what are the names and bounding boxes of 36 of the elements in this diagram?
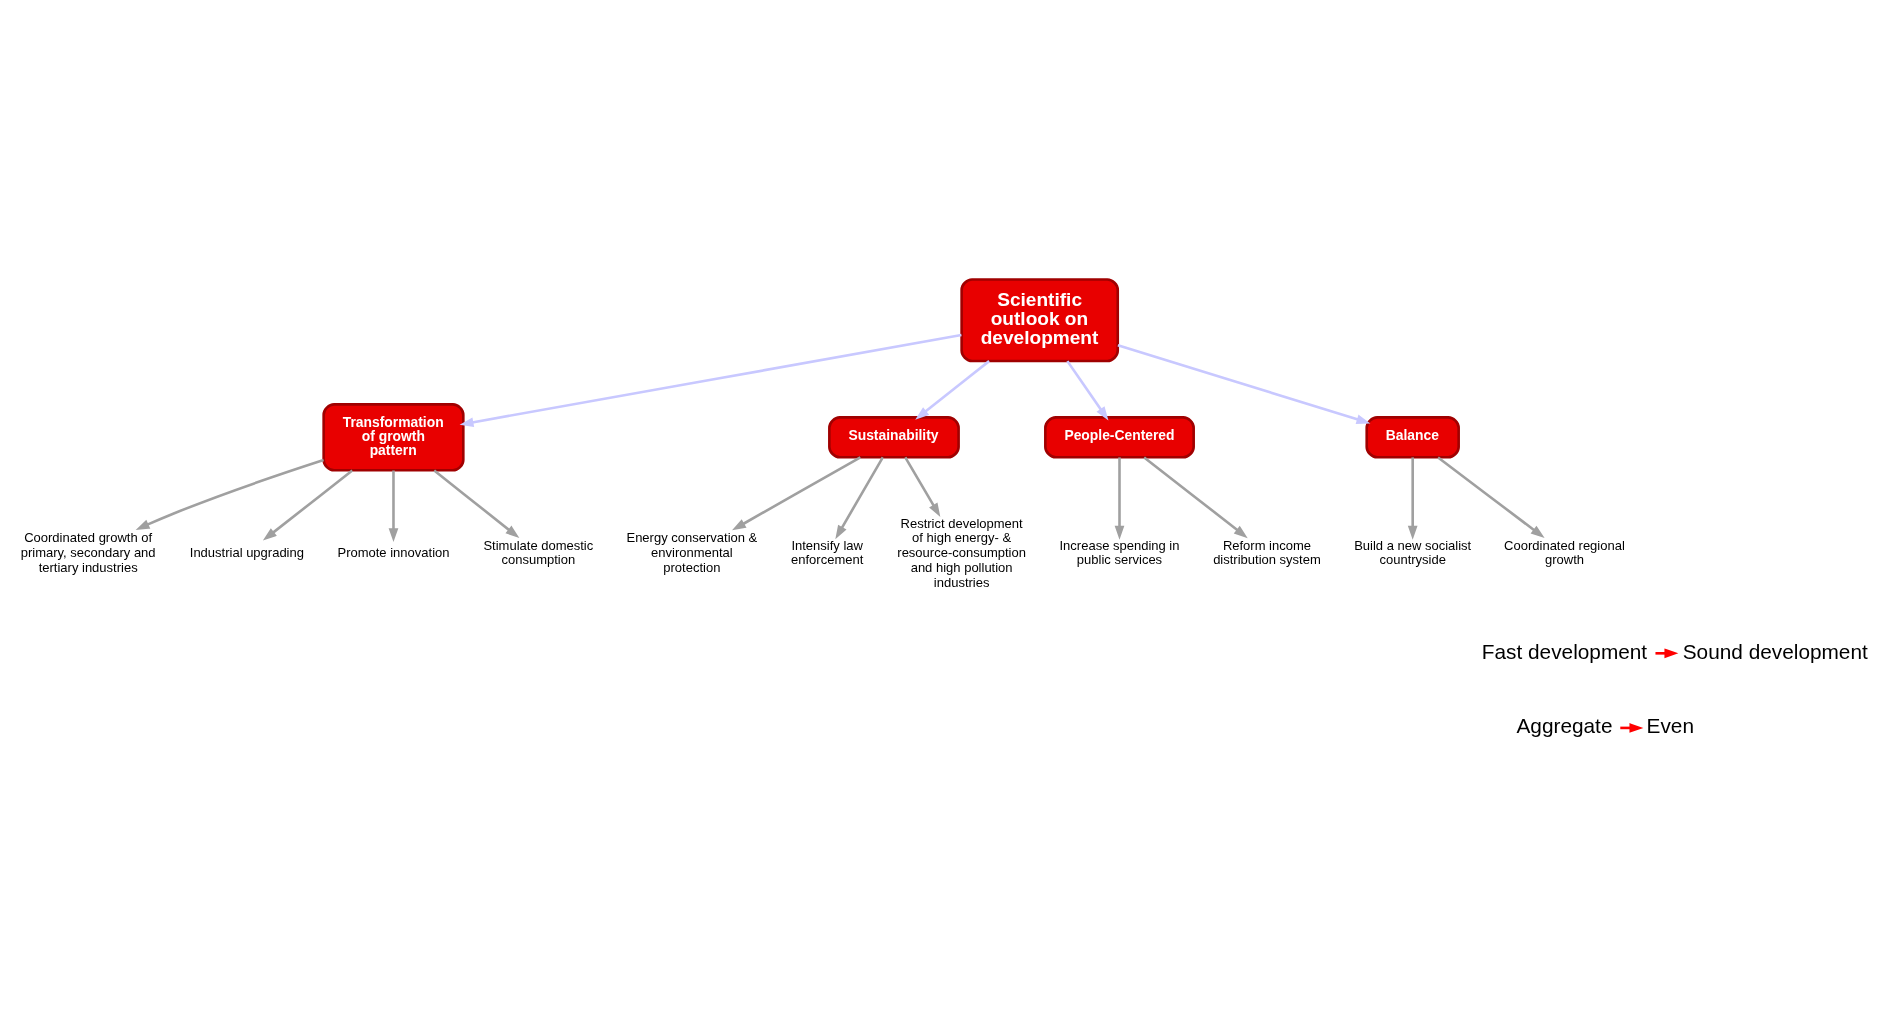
arrow (915, 360, 990, 420)
node-text: Coordinated regional growth (1504, 537, 1625, 568)
arrow (1437, 456, 1545, 539)
arrow (1655, 648, 1679, 659)
node-box: Transformation of growth pattern (322, 403, 465, 472)
node-text: Intensify law enforcement (791, 537, 864, 568)
arrow (433, 469, 520, 539)
node-text: Promote innovation (337, 545, 450, 561)
node-text: Even (1646, 714, 1694, 738)
node-text: Sound development (1682, 639, 1868, 663)
arrow (1117, 344, 1371, 424)
arrow (1066, 360, 1109, 421)
arrow (732, 456, 861, 531)
node-box: Sustainability (828, 416, 960, 459)
node-text: Industrial upgrading (189, 545, 304, 561)
arrow (262, 469, 354, 541)
node-text: Reform income distribution system (1213, 537, 1321, 568)
node-box: People-Centered (1044, 416, 1195, 459)
arrow (904, 456, 941, 517)
node-text: Coordinated growth of primary, secondary and tertiary industries (20, 530, 156, 575)
node-text: Build a new socialist countryside (1354, 537, 1472, 568)
node-box: Balance (1365, 416, 1460, 459)
arrow (1407, 457, 1418, 540)
arrow (135, 458, 324, 530)
arrow (1143, 456, 1248, 539)
node-text: Increase spending in public services (1059, 537, 1180, 568)
node-text: Energy conservation & environmental protection (626, 530, 758, 575)
node-text: Aggregate (1516, 714, 1613, 738)
arrow (459, 333, 962, 427)
arrow (388, 470, 399, 543)
node-text: Restrict development of high energy- & resource-consumption and high pollution industries (897, 515, 1026, 590)
arrow (1114, 457, 1125, 540)
node-text: Stimulate domestic consumption (483, 537, 594, 568)
node-text: Fast development (1481, 639, 1648, 663)
arrow (835, 456, 884, 540)
node-box: Scientific outlook on development (960, 278, 1120, 363)
